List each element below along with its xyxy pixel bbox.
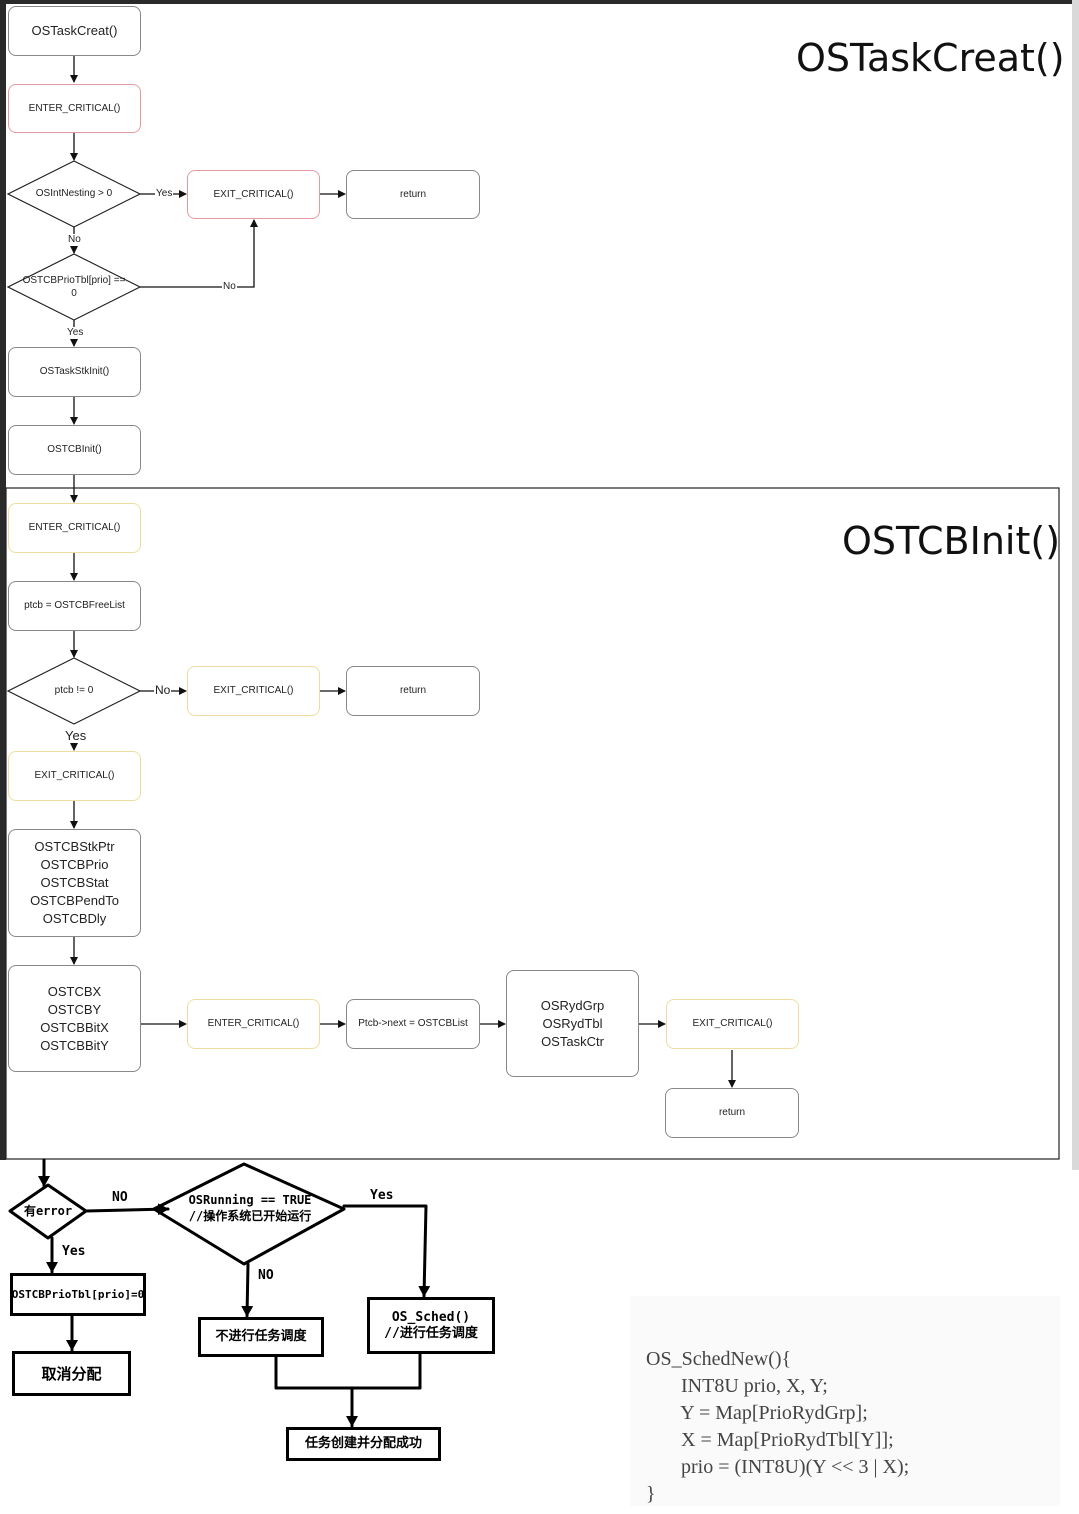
code-snippet-panel: OS_SchedNew(){ INT8U prio, X, Y; Y = Map… bbox=[630, 1296, 1060, 1506]
label-hand-yes-1: Yes bbox=[370, 1188, 394, 1203]
node-ostaskcreat-start: OSTaskCreat() bbox=[8, 6, 141, 56]
node-task-created: 任务创建并分配成功 bbox=[286, 1427, 441, 1461]
label-yes-2: Yes bbox=[66, 327, 85, 339]
node-return-1: return bbox=[346, 666, 480, 716]
node-ptcb-free-list: ptcb = OSTCBFreeList bbox=[8, 581, 141, 631]
heading-ostaskcreat: OSTaskCreat() bbox=[796, 36, 1065, 80]
node-exit-critical-no: EXIT_CRITICAL() bbox=[187, 666, 320, 716]
label-hand-no-2: NO bbox=[258, 1268, 274, 1283]
decision-prio-tbl-label: OSTCBPrioTbl[prio] == 0 bbox=[22, 275, 126, 299]
node-return: return bbox=[346, 170, 480, 219]
label-yes-1: Yes bbox=[155, 188, 174, 200]
node-cancel-alloc: 取消分配 bbox=[12, 1351, 131, 1396]
decision-os-int-nesting-label: OSIntNesting > 0 bbox=[35, 188, 113, 199]
node-return-2: return bbox=[665, 1088, 799, 1138]
node-clear-prio-tbl: OSTCBPrioTbl[prio]=0 bbox=[10, 1273, 146, 1316]
node-tcb-fields-2: OSTCBX OSTCBY OSTCBBitX OSTCBBitY bbox=[8, 965, 141, 1072]
heading-ostcbinit: OSTCBInit() bbox=[842, 519, 1061, 563]
label-hand-no-1: NO bbox=[112, 1190, 128, 1205]
label-no-1: No bbox=[67, 234, 82, 246]
node-enter-critical: ENTER_CRITICAL() bbox=[8, 84, 141, 133]
node-rdy-grp: OSRydGrp OSRydTbl OSTaskCtr bbox=[506, 970, 639, 1077]
label-no-3: No bbox=[154, 683, 172, 697]
node-os-task-stk-init: OSTaskStkInit() bbox=[8, 347, 141, 397]
node-tcb-fields-1: OSTCBStkPtr OSTCBPrio OSTCBStat OSTCBPen… bbox=[8, 829, 141, 937]
code-snippet: OS_SchedNew(){ INT8U prio, X, Y; Y = Map… bbox=[646, 1348, 910, 1505]
node-exit-critical: EXIT_CRITICAL() bbox=[187, 170, 320, 219]
label-hand-yes-2: Yes bbox=[62, 1244, 86, 1259]
decision-has-error bbox=[8, 1183, 88, 1240]
decision-ptcb bbox=[6, 657, 142, 725]
decision-ptcb-label: ptcb != 0 bbox=[54, 685, 94, 696]
node-enter-critical-3: ENTER_CRITICAL() bbox=[187, 999, 320, 1049]
node-exit-critical-yes: EXIT_CRITICAL() bbox=[8, 751, 141, 801]
node-ptcb-next: Ptcb->next = OSTCBList bbox=[346, 999, 480, 1049]
label-no-2: No bbox=[222, 281, 237, 293]
decision-has-error-label: 有error bbox=[23, 1203, 73, 1218]
node-enter-critical-2: ENTER_CRITICAL() bbox=[8, 503, 141, 553]
node-exit-critical-3: EXIT_CRITICAL() bbox=[666, 999, 799, 1049]
ostcbinit-frame bbox=[5, 487, 1060, 1160]
label-yes-3: Yes bbox=[64, 728, 88, 743]
node-no-schedule: 不进行任务调度 bbox=[198, 1317, 324, 1357]
decision-os-running-label: OSRunning == TRUE //操作系统已开始运行 bbox=[188, 1193, 312, 1223]
node-os-sched: OS_Sched() //进行任务调度 bbox=[367, 1297, 495, 1354]
node-os-tcb-init: OSTCBInit() bbox=[8, 425, 141, 475]
decision-os-running bbox=[152, 1162, 346, 1266]
